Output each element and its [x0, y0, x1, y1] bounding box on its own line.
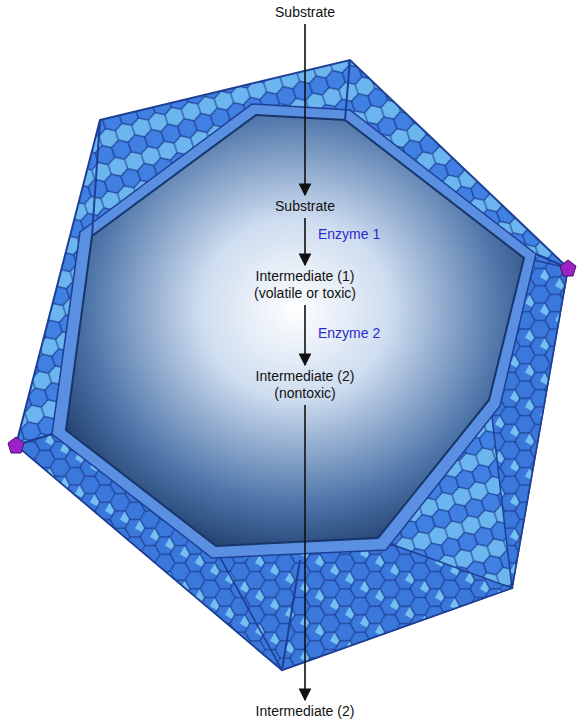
flow-arrow	[304, 405, 306, 700]
shell-rim	[52, 104, 536, 558]
shell-facet	[215, 540, 512, 670]
facet-edges	[16, 60, 568, 670]
enzyme-label: Enzyme 1	[318, 226, 438, 243]
compound-label: Intermediate (2) (nontoxic)	[230, 368, 380, 402]
facet-edge	[345, 60, 350, 120]
shell-outline	[16, 60, 568, 670]
compound-label: Intermediate (1) (volatile or toxic)	[230, 268, 380, 302]
flow-arrow	[304, 305, 306, 365]
enzyme-label: Enzyme 2	[318, 325, 438, 342]
compound-label: Intermediate (2)	[230, 703, 380, 720]
flow-arrow	[304, 24, 306, 195]
flow-arrow	[304, 218, 306, 265]
facet-edge	[92, 120, 100, 236]
pentamer	[8, 437, 24, 453]
facet-edge	[282, 560, 300, 670]
pentamer	[560, 260, 576, 276]
compound-label: Substrate	[230, 4, 380, 21]
shell-interior	[66, 115, 524, 546]
compound-label: Substrate	[230, 198, 380, 215]
